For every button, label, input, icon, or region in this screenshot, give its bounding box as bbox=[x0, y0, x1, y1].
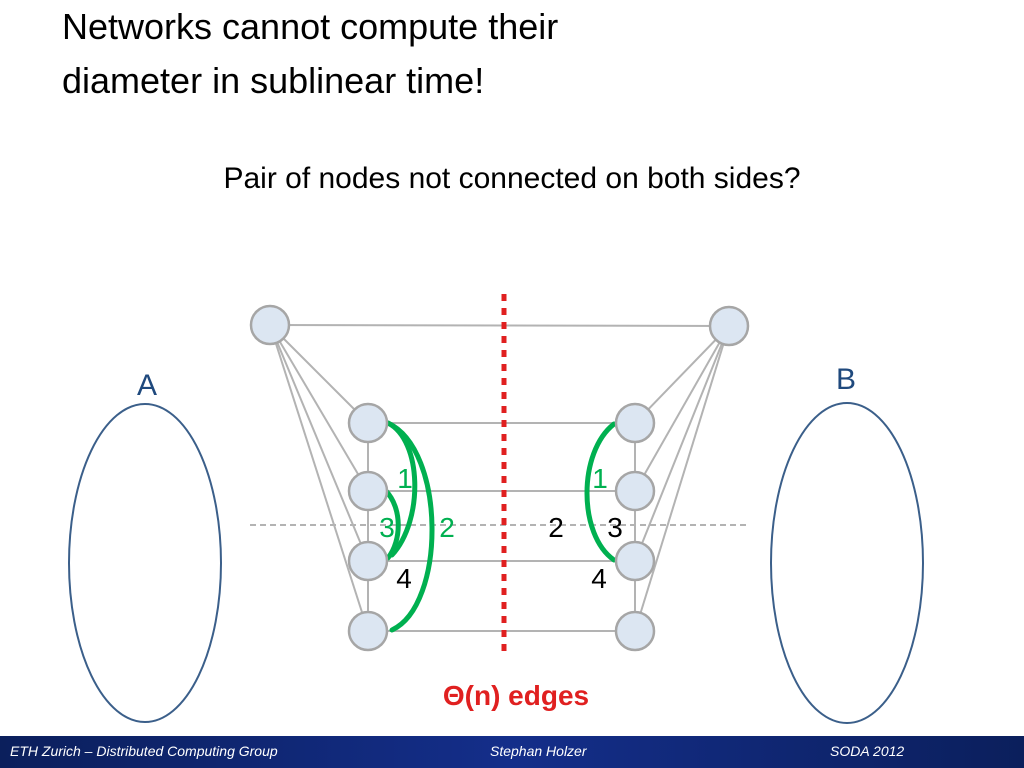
left-node-1 bbox=[347, 402, 389, 444]
right-number-4: 4 bbox=[591, 563, 607, 594]
top-edge bbox=[269, 324, 730, 327]
left-node-2 bbox=[347, 470, 389, 512]
top-left-node bbox=[249, 304, 291, 346]
right-fan-edges bbox=[634, 325, 730, 632]
right-green-path bbox=[584, 421, 617, 563]
left-number-3: 3 bbox=[379, 512, 395, 543]
right-node-4 bbox=[614, 610, 656, 652]
right-number-3: 3 bbox=[607, 512, 623, 543]
right-number-2: 2 bbox=[548, 512, 564, 543]
left-node-3 bbox=[347, 540, 389, 582]
cut-label: Θ(n) edges bbox=[443, 680, 589, 711]
slide-title: Networks cannot compute their diameter i… bbox=[62, 0, 702, 108]
top-right-node bbox=[708, 305, 750, 347]
left-number-2: 2 bbox=[439, 512, 455, 543]
nodes bbox=[249, 304, 750, 652]
ellipse-a bbox=[68, 403, 222, 723]
left-green-paths bbox=[383, 420, 435, 633]
right-node-1 bbox=[614, 402, 656, 444]
left-number-1: 1 bbox=[397, 463, 413, 494]
label-a: A bbox=[137, 369, 157, 402]
right-number-1: 1 bbox=[592, 463, 608, 494]
footer-bar: ETH Zurich – Distributed Computing Group… bbox=[0, 736, 1024, 768]
label-b: B bbox=[836, 363, 856, 396]
slide-subtitle: Pair of nodes not connected on both side… bbox=[223, 162, 801, 195]
title-line-2: diameter in sublinear time! bbox=[62, 60, 485, 101]
left-fan-edges bbox=[269, 324, 369, 632]
right-node-3 bbox=[614, 540, 656, 582]
left-node-4 bbox=[347, 610, 389, 652]
right-node-2 bbox=[614, 470, 656, 512]
ellipse-b bbox=[770, 402, 924, 724]
footer-left: ETH Zurich – Distributed Computing Group bbox=[10, 743, 278, 759]
footer-right: SODA 2012 bbox=[830, 743, 905, 759]
title-line-1: Networks cannot compute their bbox=[62, 6, 559, 47]
left-number-4: 4 bbox=[396, 563, 412, 594]
footer-center: Stephan Holzer bbox=[490, 743, 587, 759]
